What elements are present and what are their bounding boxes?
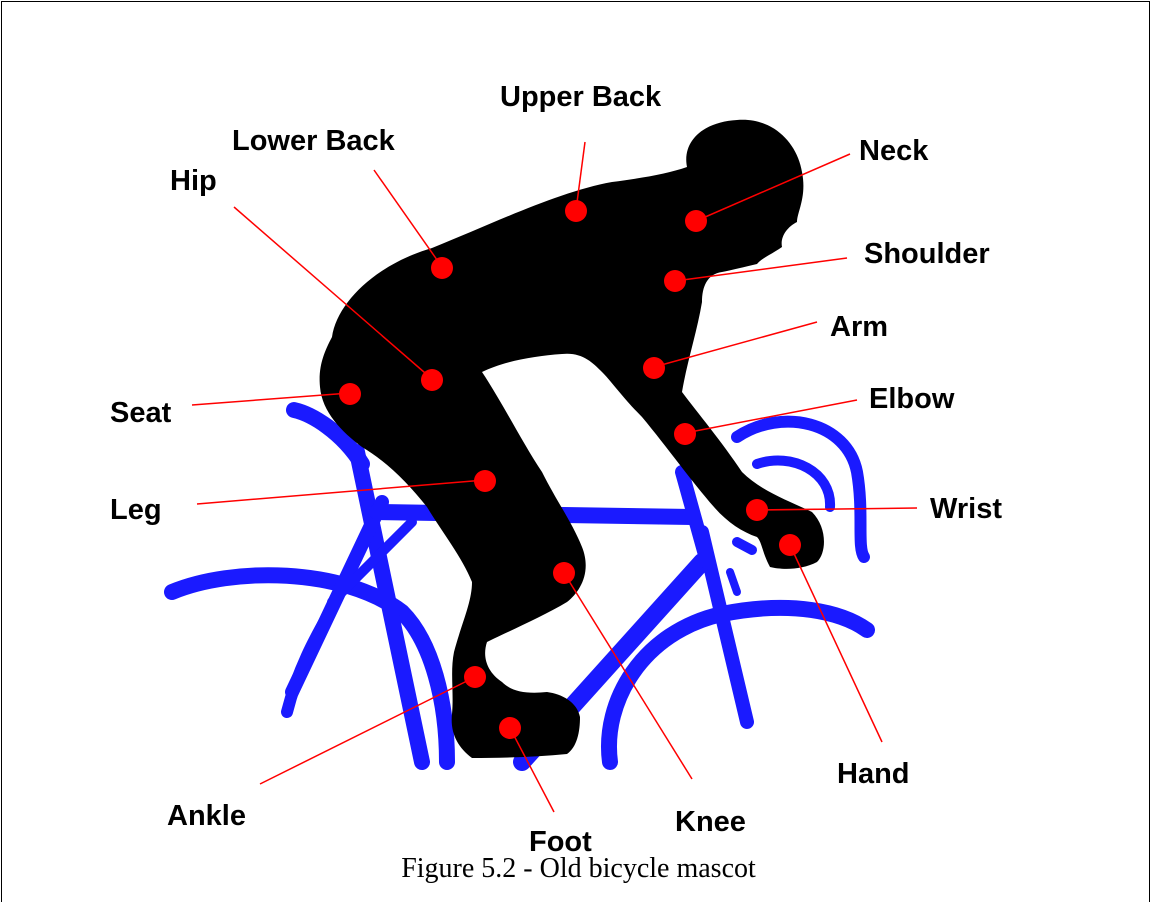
marker-hip [421, 369, 443, 391]
marker-shoulder [664, 270, 686, 292]
brake-lever [737, 542, 752, 550]
marker-hand [779, 534, 801, 556]
label-upper-back: Upper Back [500, 81, 662, 113]
leader-hand [790, 545, 882, 742]
stem-nub [730, 572, 737, 592]
marker-leg [474, 470, 496, 492]
marker-wrist [746, 499, 768, 521]
label-elbow: Elbow [869, 383, 955, 415]
marker-knee [553, 562, 575, 584]
marker-ankle [464, 666, 486, 688]
marker-neck [685, 210, 707, 232]
marker-upper-back [565, 200, 587, 222]
label-ankle: Ankle [167, 800, 246, 832]
marker-seat [339, 383, 361, 405]
label-lower-back: Lower Back [232, 125, 396, 157]
label-shoulder: Shoulder [864, 238, 990, 270]
label-seat: Seat [110, 397, 172, 429]
label-hand: Hand [837, 758, 910, 790]
label-neck: Neck [859, 135, 929, 167]
label-arm: Arm [830, 311, 888, 343]
marker-arm [643, 357, 665, 379]
leader-lower-back [374, 170, 442, 267]
label-wrist: Wrist [930, 493, 1002, 525]
marker-foot [499, 717, 521, 739]
seat-tube [357, 452, 422, 762]
marker-elbow [674, 423, 696, 445]
figure-caption: Figure 5.2 - Old bicycle mascot [2, 855, 1150, 883]
label-knee: Knee [675, 806, 746, 838]
marker-lower-back [431, 257, 453, 279]
label-leg: Leg [110, 494, 162, 526]
label-hip: Hip [170, 165, 217, 197]
